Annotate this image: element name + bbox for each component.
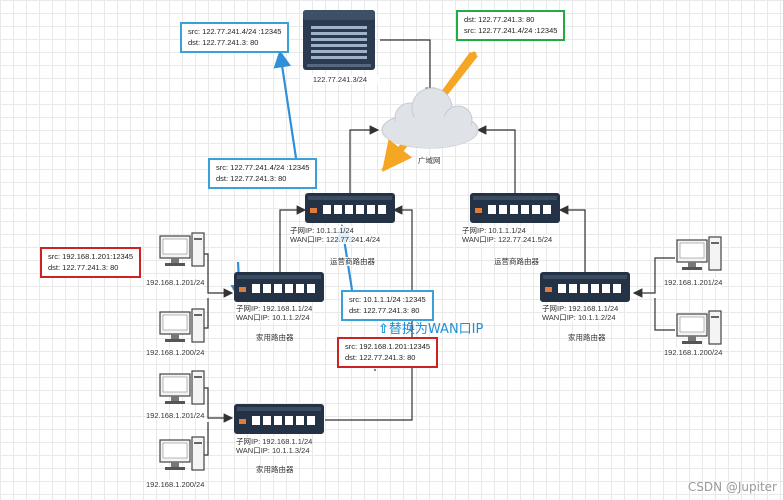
router-icon-home1	[234, 272, 324, 302]
isp2-name: 运营商路由器	[494, 257, 539, 266]
packet-dst: dst: 122.77.241.3: 80	[188, 38, 259, 47]
packet-box-left-red: src: 192.168.1.201:12345 dst: 122.77.241…	[40, 247, 142, 278]
home3-name: 家用路由器	[568, 333, 606, 342]
computer-icon-h4	[159, 436, 205, 471]
computer-icon-h3	[159, 370, 205, 405]
host-label-h1: 192.168.1.201/24	[146, 278, 205, 287]
isp2-subnet-ip: 子网IP: 10.1.1.1/24	[462, 226, 526, 235]
router-icon-home2	[234, 404, 324, 434]
link-home3-isp2	[558, 205, 586, 272]
link-h6-home3	[654, 298, 675, 331]
packet-dst: dst: 122.77.241.3: 80	[48, 263, 119, 272]
wan-label: 广域网	[418, 156, 441, 165]
link-home1-isp1	[279, 205, 307, 272]
packet-dst: dst: 122.77.241.3: 80	[464, 15, 535, 24]
router-icon-isp2	[470, 193, 560, 223]
packet-src: src: 192.168.1.201:12345	[345, 342, 431, 351]
isp1-subnet-ip: 子网IP: 10.1.1.1/24	[290, 226, 354, 235]
host-label-h5: 192.168.1.201/24	[664, 278, 723, 287]
packet-box-top-green: dst: 122.77.241.3: 80 src: 122.77.241.4/…	[456, 10, 566, 41]
router-icon-isp1	[305, 193, 395, 223]
link-isp2-wan	[476, 125, 516, 193]
computer-icon-h5	[676, 236, 722, 271]
isp1-name: 运营商路由器	[330, 257, 375, 266]
computer-icon-h2	[159, 308, 205, 343]
packet-dst: dst: 122.77.241.3: 80	[349, 306, 420, 315]
home2-wan-ip: WAN口IP: 10.1.1.3/24	[236, 446, 310, 455]
computer-icon-h1	[159, 232, 205, 267]
packet-dst: dst: 122.77.241.3: 80	[345, 353, 416, 362]
packet-box-top-blue: src: 122.77.241.4/24 :12345 dst: 122.77.…	[180, 22, 290, 53]
home1-name: 家用路由器	[256, 333, 294, 342]
computer-icon-h6	[676, 310, 722, 345]
home3-subnet-ip: 子网IP: 192.168.1.1/24	[542, 304, 619, 313]
up-arrow-icon: ⇧	[378, 322, 389, 337]
packet-dst: dst: 122.77.241.3: 80	[216, 174, 287, 183]
cloud-icon	[381, 87, 479, 149]
server-label: 122.77.241.3/24	[300, 75, 380, 84]
link-h5-home3	[632, 257, 675, 298]
flow-arrow-blue-up-1	[273, 49, 298, 159]
isp2-wan-ip: WAN口IP: 122.77.241.5/24	[462, 235, 553, 244]
packet-src: src: 122.77.241.4/24 :12345	[216, 163, 310, 172]
packet-box-center-blue: src: 10.1.1.1/24 :12345 dst: 122.77.241.…	[341, 290, 434, 321]
home1-wan-ip: WAN口IP: 10.1.1.2/24	[236, 313, 310, 322]
server-icon	[303, 10, 375, 70]
watermark: CSDN @Jupiter	[687, 480, 777, 494]
packet-box-mid-blue: src: 122.77.241.4/24 :12345 dst: 122.77.…	[208, 158, 318, 189]
packet-src: src: 10.1.1.1/24 :12345	[349, 295, 426, 304]
link-server-wan	[380, 39, 435, 98]
packet-box-bottom-red: src: 192.168.1.201:12345 dst: 122.77.241…	[337, 337, 439, 368]
host-label-h6: 192.168.1.200/24	[664, 348, 723, 357]
host-label-h4: 192.168.1.200/24	[146, 480, 205, 489]
packet-src: src: 192.168.1.201:12345	[48, 252, 134, 261]
replace-note-text: 替换为WAN口IP	[388, 322, 484, 337]
link-isp1-wan	[349, 125, 380, 193]
home2-name: 家用路由器	[256, 465, 294, 474]
home3-wan-ip: WAN口IP: 10.1.1.2/24	[542, 313, 616, 322]
router-icon-home3	[540, 272, 630, 302]
home2-subnet-ip: 子网IP: 192.168.1.1/24	[236, 437, 313, 446]
home1-subnet-ip: 子网IP: 192.168.1.1/24	[236, 304, 313, 313]
replace-note: ⇧替换为WAN口IP	[378, 318, 483, 337]
packet-src: src: 122.77.241.4/24 :12345	[464, 26, 558, 35]
host-label-h3: 192.168.1.201/24	[146, 411, 205, 420]
isp1-wan-ip: WAN口IP: 122.77.241.4/24	[290, 235, 381, 244]
packet-src: src: 122.77.241.4/24 :12345	[188, 27, 282, 36]
host-label-h2: 192.168.1.200/24	[146, 348, 205, 357]
